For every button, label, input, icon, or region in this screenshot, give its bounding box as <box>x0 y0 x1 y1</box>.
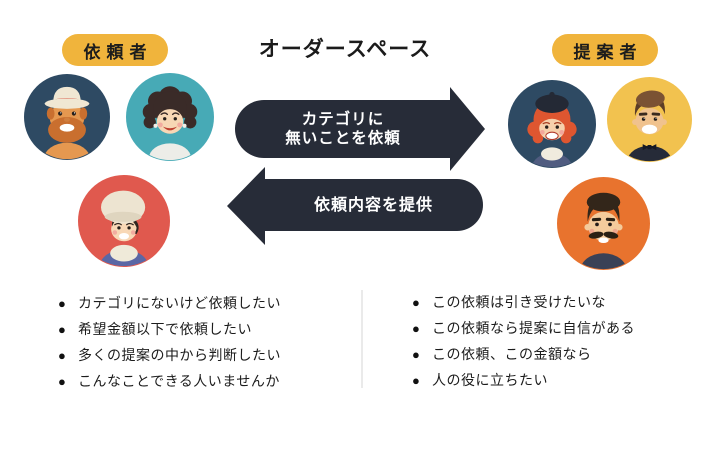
avatar-man-with-mustache <box>557 177 650 270</box>
list-item: ● 人の役に立ちたい <box>412 367 635 393</box>
request-arrowhead-icon <box>450 87 485 171</box>
list-item: ● カテゴリにないけど依頼したい <box>58 290 281 316</box>
avatar-person-with-white-beanie <box>78 175 170 267</box>
bullet-icon: ● <box>58 295 66 311</box>
lists-divider <box>361 290 363 388</box>
provide-arrow-body: 依頼内容を提供 <box>264 179 483 231</box>
list-item: ● この依頼なら提案に自信がある <box>412 315 635 341</box>
list-item-text: この依頼は引き受けたいな <box>432 294 606 310</box>
list-item: ● 希望金額以下で依頼したい <box>58 316 281 342</box>
list-item-text: カテゴリにないけど依頼したい <box>78 295 281 311</box>
bullet-icon: ● <box>412 372 420 388</box>
bullet-icon: ● <box>412 320 420 336</box>
request-arrow-body: カテゴリに 無いことを依頼 <box>235 100 451 158</box>
list-item: ● 多くの提案の中から判断したい <box>58 342 281 368</box>
proposer-motivation-list: ● この依頼は引き受けたいな ● この依頼なら提案に自信がある ● この依頼、この金額… <box>412 289 635 393</box>
avatar-woman-with-beret <box>508 80 596 168</box>
request-arrow-label-line1: カテゴリに <box>301 111 385 128</box>
bullet-icon: ● <box>58 321 66 337</box>
requester-motivation-list: ● カテゴリにないけど依頼したい ● 希望金額以下で依頼したい ● 多くの提案の中から… <box>58 290 281 394</box>
bullet-icon: ● <box>412 346 420 362</box>
proposer-badge: 提案者 <box>552 34 658 66</box>
list-item-text: この依頼なら提案に自信がある <box>432 320 635 336</box>
proposer-badge-label: 提案者 <box>573 42 643 62</box>
list-item-text: 多くの提案の中から判断したい <box>78 347 281 363</box>
requester-badge-label: 依頼者 <box>83 42 153 62</box>
bullet-icon: ● <box>412 294 420 310</box>
bullet-icon: ● <box>58 373 66 389</box>
provide-arrow-label: 依頼内容を提供 <box>313 196 433 214</box>
list-item-text: この依頼、この金額なら <box>432 346 592 362</box>
avatar-curly-haired-woman <box>126 73 214 161</box>
list-item: ● この依頼、この金額なら <box>412 341 635 367</box>
avatar-bearded-man-with-hat <box>24 74 110 160</box>
avatar-man-with-quiff <box>607 77 692 162</box>
requester-badge: 依頼者 <box>62 34 168 66</box>
provide-arrowhead-icon <box>227 167 265 245</box>
list-item-text: 希望金額以下で依頼したい <box>78 321 252 337</box>
list-item: ● この依頼は引き受けたいな <box>412 289 635 315</box>
list-item-text: 人の役に立ちたい <box>432 372 548 388</box>
bullet-icon: ● <box>58 347 66 363</box>
page-title: オーダースペース <box>258 38 432 61</box>
list-item-text: こんなことできる人いませんか <box>78 373 280 389</box>
list-item: ● こんなことできる人いませんか <box>58 368 281 394</box>
request-arrow-label-line2: 無いことを依頼 <box>285 130 401 147</box>
